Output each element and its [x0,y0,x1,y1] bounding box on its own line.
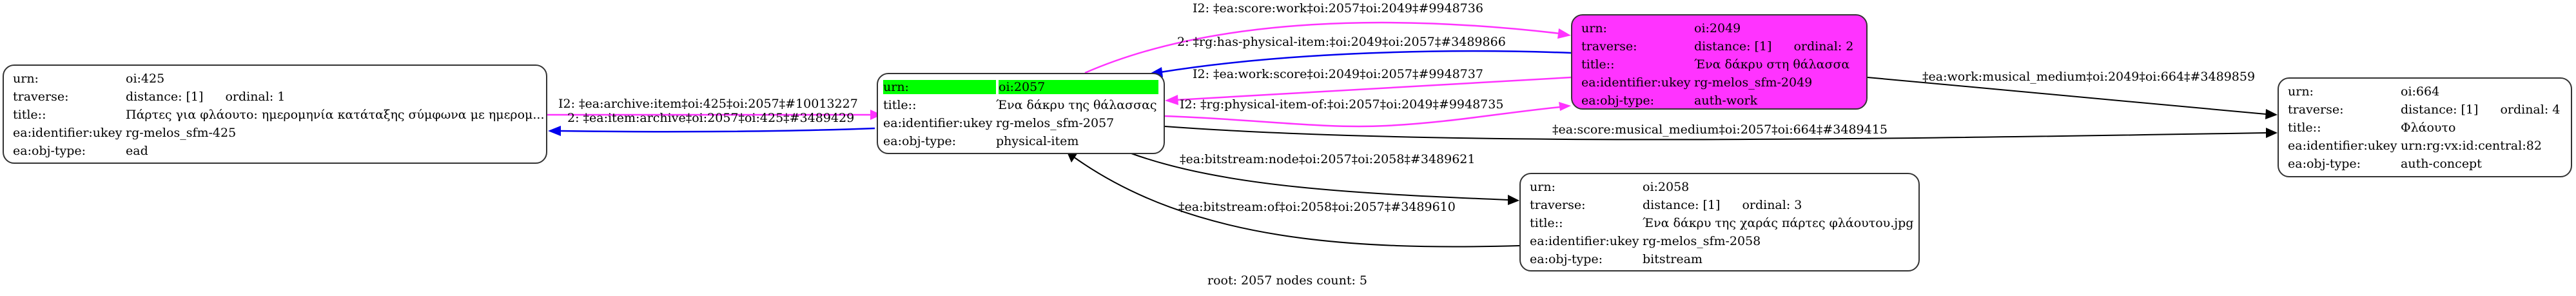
arrowhead [1557,28,1571,39]
node-oi-425[interactable]: urn: oi:425 traverse: distance: [1] ordinal… [3,64,547,164]
edge-work-musical-medium [1867,77,2267,115]
value-urn: oi:2057 [999,80,1158,94]
edge-work-score [1176,76,1572,101]
value-ukey: rg-melos_sfm-425 [126,126,237,140]
value-ukey: urn:rg:vx:id:central:82 [2401,139,2542,153]
value-ukey: rg-melos_sfm-2049 [1694,75,1813,90]
key-traverse: traverse: [2288,103,2344,117]
arrowhead [1068,153,1078,163]
value-ordinal: ordinal: 1 [225,90,286,104]
key-objtype: ea:obj-type: [883,134,957,148]
arrowhead [548,126,561,136]
value-title: Ένα δάκρυ της θάλασσας [996,98,1157,112]
edge-label: I2: ‡ea:archive:item‡oi:425‡oi:2057‡#100… [558,97,858,111]
value-ukey: rg-melos_sfm-2058 [1643,234,1761,248]
key-objtype: ea:obj-type: [2288,157,2361,171]
edge-label: I2: ‡ea:score:work‡oi:2057‡oi:2049‡#9948… [1193,1,1483,15]
edge-item-archive [560,127,875,133]
key-urn: urn: [1530,180,1556,194]
value-title: Πάρτες για φλάουτο: ημερομηνία κατάταξης… [126,108,545,122]
key-title: title:: [1581,57,1615,72]
key-urn: urn: [1581,21,1607,35]
key-ukey: ea:identifier:ukey [13,126,122,140]
edge-has-physical-item [1160,50,1572,74]
key-objtype: ea:obj-type: [1581,94,1655,108]
value-title: Φλάουτο [2401,121,2456,135]
edge-label: ‡ea:bitstream:of‡oi:2058‡oi:2057‡#348961… [1178,200,1456,214]
value-distance: distance: [1] [126,90,204,104]
edge-label: 2: ‡rg:has-physical-item:‡oi:2049‡oi:205… [1177,35,1506,49]
value-ordinal: ordinal: 2 [1793,39,1854,54]
value-ordinal: ordinal: 3 [1742,198,1802,212]
arrowhead [2266,128,2278,138]
value-urn: oi:2058 [1643,180,1690,194]
key-traverse: traverse: [1581,39,1637,54]
value-title: Ένα δάκρυ της χαράς πάρτες φλάουτου.jpg [1643,216,1914,230]
key-title: title:: [2288,121,2321,135]
value-distance: distance: [1] [1643,198,1721,212]
key-ukey: ea:identifier:ukey [1581,75,1691,90]
value-objtype: auth-concept [2401,157,2482,171]
key-objtype: ea:obj-type: [13,144,86,158]
key-title: title:: [1530,216,1563,230]
key-traverse: traverse: [13,90,69,104]
key-urn: urn: [13,72,39,86]
key-ukey: ea:identifier:ukey [883,116,993,130]
edge-label: ‡ea:bitstream:node‡oi:2057‡oi:2058‡#3489… [1180,152,1476,166]
value-objtype: auth-work [1694,94,1758,108]
arrowhead [2265,109,2278,119]
value-urn: oi:2049 [1694,21,1741,35]
edge-label: I2: ‡rg:physical-item-of:‡oi:2057‡oi:204… [1180,97,1504,112]
edge-score-work [1084,21,1561,74]
value-objtype: bitstream [1643,252,1703,266]
edge-label: ‡ea:work:musical_medium‡oi:2049‡oi:664‡#… [1922,70,2256,84]
key-urn: urn: [883,80,996,94]
value-ordinal: ordinal: 4 [2500,103,2561,117]
arrowhead [1559,102,1571,111]
edge-label: 2: ‡ea:item:archive‡oi:2057‡oi:425‡#3489… [567,111,855,125]
edge-bitstream-node [1131,153,1509,201]
node-oi-2058[interactable]: urn: oi:2058 traverse: distance: [1] ordina… [1519,173,1920,271]
key-title: title:: [883,98,917,112]
key-ukey: ea:identifier:ukey [1530,234,1639,248]
value-distance: distance: [1] [1694,39,1772,54]
value-ukey: rg-melos_sfm-2057 [996,116,1115,130]
value-title: Ένα δάκρυ στη θάλασσα [1694,57,1850,72]
arrowhead [1165,95,1178,105]
value-objtype: ead [126,144,148,158]
key-traverse: traverse: [1530,198,1586,212]
value-urn: oi:664 [2401,84,2440,99]
node-oi-2057-root[interactable]: urn:oi:2057 title::Ένα δάκρυ της θάλασσα… [877,73,1165,154]
key-objtype: ea:obj-type: [1530,252,1603,266]
arrowhead [870,110,882,120]
value-objtype: physical-item [996,134,1079,148]
edge-bitstream-of [1073,156,1520,248]
value-distance: distance: [1] [2401,103,2479,117]
value-urn: oi:425 [126,72,165,86]
node-oi-664[interactable]: urn: oi:664 traverse: distance: [1] ordinal… [2278,77,2572,177]
edge-label: ‡ea:score:musical_medium‡oi:2057‡oi:664‡… [1552,123,1888,137]
edge-label: I2: ‡ea:work:score‡oi:2049‡oi:2057‡#9948… [1193,67,1483,81]
key-urn: urn: [2288,84,2314,99]
key-title: title:: [13,108,46,122]
arrowhead [1508,195,1519,205]
edge-score-musical-medium [1164,126,2267,141]
graph-caption: root: 2057 nodes count: 5 [1207,273,1368,288]
key-ukey: ea:identifier:ukey [2288,139,2397,153]
edge-physical-item-of [1164,106,1561,128]
node-oi-2049[interactable]: urn: oi:2049 traverse: distance: [1] ordina… [1571,14,1868,110]
